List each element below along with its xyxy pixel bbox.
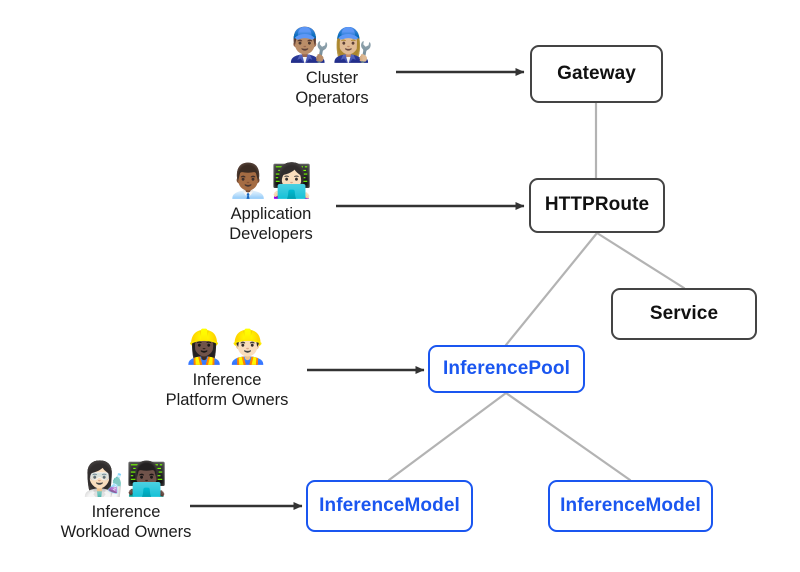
connector-group [387, 101, 686, 482]
man-mechanic-icon: 👨🏽‍🔧👩🏼‍🔧 [288, 25, 376, 64]
actor-arrow-group [190, 68, 525, 510]
actor-application-developers: 👨🏾‍💼👩🏻‍💻 Application Developers [161, 164, 381, 245]
connector-httproute-inferencepool [504, 231, 599, 347]
node-service[interactable]: Service [611, 288, 757, 340]
connector-httproute-service [595, 231, 686, 290]
node-label-httproute: HTTPRoute [544, 194, 650, 216]
connector-inferencepool-inferencemodel2 [504, 391, 632, 482]
node-inferencemodel1[interactable]: InferenceModel [306, 480, 473, 532]
node-label-inferencemodel2: InferenceModel [560, 494, 701, 516]
actor-inference-workload-owners: 👩🏻‍🔬👨🏿‍💻 Inference Workload Owners [16, 462, 236, 543]
node-inferencemodel2[interactable]: InferenceModel [548, 480, 713, 532]
node-gateway[interactable]: Gateway [530, 45, 663, 103]
connector-inferencepool-inferencemodel1 [387, 391, 508, 482]
actor-caption-inference-platform-owners: Inference Platform Owners [165, 371, 289, 410]
node-label-service: Service [649, 302, 719, 324]
man-office-worker-icon: 👨🏾‍💼👩🏻‍💻 [227, 161, 315, 200]
node-label-inferencepool: InferencePool [443, 357, 570, 379]
actor-cluster-operators: 👨🏽‍🔧👩🏼‍🔧 Cluster Operators [222, 28, 442, 109]
actor-caption-cluster-operators: Cluster Operators [295, 69, 369, 108]
actor-caption-inference-workload-owners: Inference Workload Owners [60, 503, 192, 542]
node-inferencepool[interactable]: InferencePool [428, 345, 585, 393]
node-httproute[interactable]: HTTPRoute [529, 178, 665, 233]
node-label-gateway: Gateway [557, 62, 636, 84]
node-label-inferencemodel1: InferenceModel [319, 494, 460, 516]
actor-inference-platform-owners: 👷🏿‍♀️👷🏻‍♂️ Inference Platform Owners [117, 330, 337, 411]
actor-caption-application-developers: Application Developers [229, 205, 313, 244]
woman-scientist-icon: 👩🏻‍🔬👨🏿‍💻 [82, 459, 170, 498]
woman-construction-worker-icon: 👷🏿‍♀️👷🏻‍♂️ [183, 327, 271, 366]
